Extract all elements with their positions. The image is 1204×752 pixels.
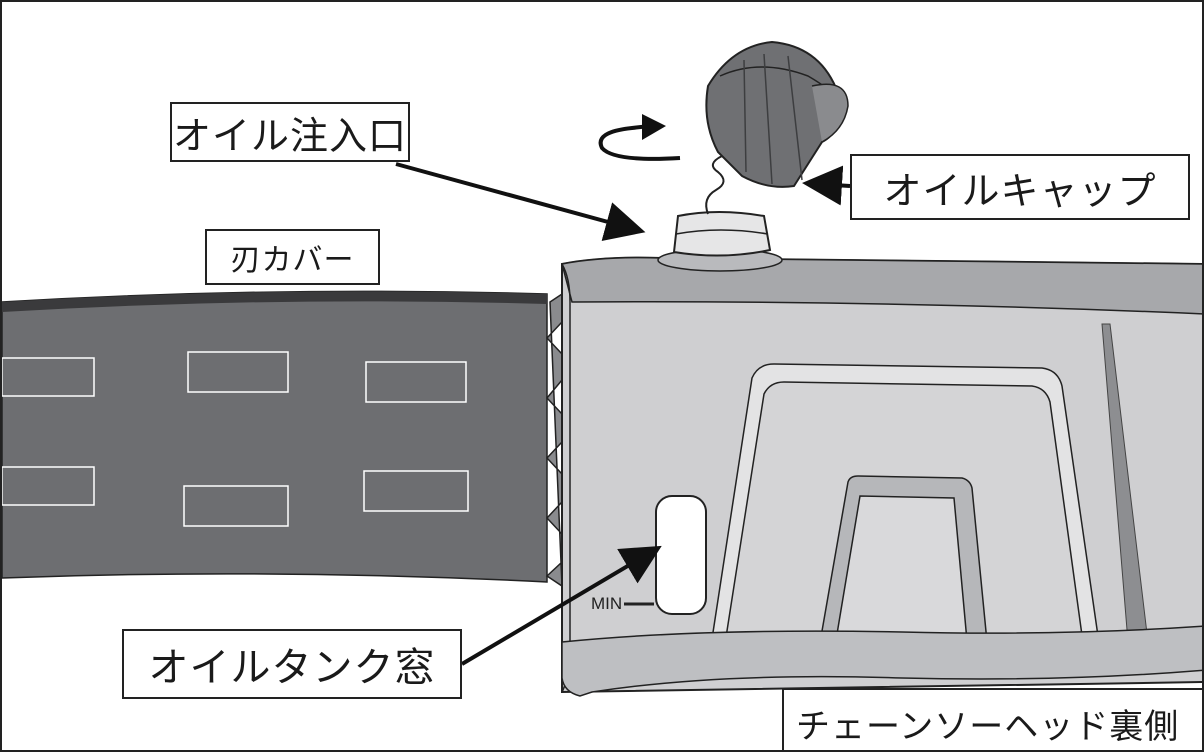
oil-tank-window-shape xyxy=(655,495,707,615)
oil-cap xyxy=(705,40,849,188)
chainsaw-head-back-label: チェーンソーヘッド裏側 xyxy=(782,688,1202,750)
oil-tank-window-label: オイルタンク窓 xyxy=(122,629,462,699)
blade-cover xyxy=(2,290,548,583)
oil-cap-label: オイルキャップ xyxy=(850,154,1190,220)
oil-inlet-spout xyxy=(672,211,772,257)
arrow-oil-inlet xyxy=(395,162,646,241)
arrow-oil-cap xyxy=(802,165,851,206)
rotation-arrow xyxy=(598,124,681,161)
blade-cover-label: 刃カバー xyxy=(205,229,380,285)
bumper-teeth xyxy=(545,292,563,588)
min-mark-label: MIN xyxy=(591,594,623,613)
chainsaw-head xyxy=(561,248,1202,697)
oil-inlet-label: オイル注入口 xyxy=(170,102,410,162)
arrow-oil-tank-window xyxy=(460,545,662,666)
